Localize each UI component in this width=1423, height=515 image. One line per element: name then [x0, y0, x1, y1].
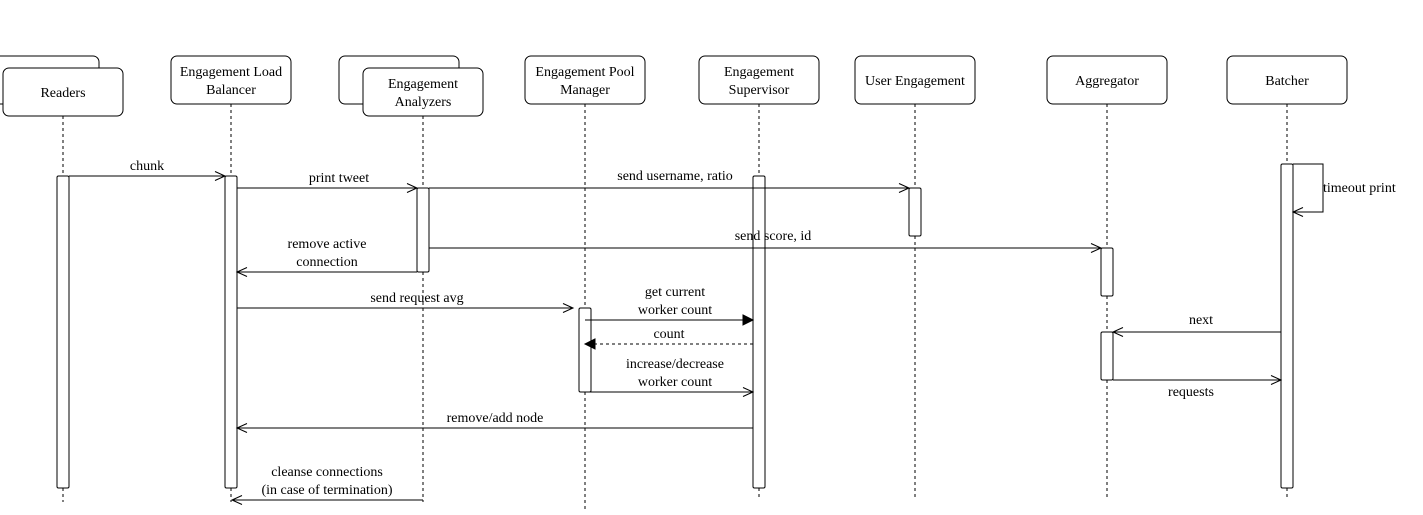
- participant-label-line-1: Readers: [40, 86, 85, 101]
- open-arrowhead: [562, 303, 575, 313]
- participant-box: [1226, 55, 1348, 105]
- open-arrowhead: [1111, 327, 1124, 337]
- open-arrowhead: [1090, 243, 1103, 253]
- message-send-request-avg[interactable]: send request avg: [237, 291, 575, 313]
- filled-arrowhead: [742, 314, 755, 326]
- participant-batcher[interactable]: Batcher: [1226, 55, 1348, 105]
- participant-label-line-1: Engagement: [724, 65, 794, 80]
- message-timeout-print[interactable]: timeout print: [1291, 163, 1396, 217]
- message-line: [1293, 163, 1324, 213]
- message-label-line-2: (in case of termination): [261, 483, 392, 498]
- open-arrowhead: [235, 423, 248, 433]
- participant-label-line-1: Engagement Load: [180, 65, 282, 80]
- participant-box: [362, 67, 484, 117]
- participant-label-line-2: Supervisor: [729, 83, 790, 98]
- message-label-line-1: send username, ratio: [617, 169, 732, 184]
- message-remove-add-node[interactable]: remove/add node: [235, 411, 753, 433]
- participant-label-line-2: Analyzers: [395, 95, 452, 110]
- message-label-line-1: next: [1189, 313, 1213, 328]
- participant-label-line-2: Balancer: [206, 83, 256, 98]
- message-requests[interactable]: requests: [1113, 375, 1283, 401]
- message-increase-decrease-worker-count[interactable]: increase/decrease worker count: [585, 357, 755, 397]
- message-send-username-ratio[interactable]: send username, ratio: [429, 169, 911, 193]
- participant-label-line-1: User Engagement: [865, 74, 965, 89]
- filled-arrowhead: [583, 338, 596, 350]
- message-print-tweet[interactable]: print tweet: [237, 171, 419, 193]
- message-label-line-1: cleanse connections: [271, 465, 383, 480]
- participant-label-line-1: Aggregator: [1075, 74, 1139, 89]
- message-chunk[interactable]: chunk: [69, 159, 227, 181]
- activation-bar-engagement-load-balancer: [224, 175, 238, 489]
- activation-bar-aggregator: [1100, 331, 1114, 381]
- message-label-line-1: get current: [645, 285, 705, 300]
- message-label-line-1: timeout print: [1323, 181, 1396, 196]
- message-next[interactable]: next: [1111, 313, 1281, 337]
- participant-label-line-1: Batcher: [1265, 74, 1309, 89]
- participant-box: [170, 55, 292, 105]
- activation-bar-readers: [56, 175, 70, 489]
- message-label-line-1: send score, id: [735, 229, 812, 244]
- participant-box: [854, 55, 976, 105]
- open-arrowhead: [742, 387, 755, 397]
- message-remove-active-connection[interactable]: remove active connection: [235, 237, 417, 277]
- participant-aggregator[interactable]: Aggregator: [1046, 55, 1168, 105]
- message-label-line-1: chunk: [130, 159, 164, 174]
- open-arrowhead: [230, 495, 243, 505]
- participant-label-line-1: Engagement: [388, 77, 458, 92]
- activation-bar-engagement-pool-manager: [578, 307, 592, 393]
- participant-user-engagement[interactable]: User Engagement: [854, 55, 976, 105]
- participant-box: [1046, 55, 1168, 105]
- participant-label-line-1: Engagement Pool: [535, 65, 634, 80]
- message-label-line-1: print tweet: [309, 171, 369, 186]
- message-label-line-1: send request avg: [370, 291, 463, 306]
- activation-bar-engagement-supervisor: [752, 175, 766, 489]
- open-arrowhead: [898, 183, 911, 193]
- participant-box: [2, 67, 124, 117]
- message-label-line-1: increase/decrease: [626, 357, 724, 372]
- message-cleanse-connections[interactable]: cleanse connections (in case of terminati…: [230, 465, 423, 505]
- open-arrowhead: [1270, 375, 1283, 385]
- activation-bar-user-engagement: [908, 187, 922, 237]
- message-send-score-id[interactable]: send score, id: [429, 229, 1103, 253]
- participant-label-line-2: Manager: [560, 83, 610, 98]
- message-label-line-1: remove active: [288, 237, 367, 252]
- message-count[interactable]: count: [583, 327, 753, 350]
- activation-bar-engagement-analyzers: [416, 187, 430, 273]
- message-label-line-2: worker count: [638, 375, 712, 390]
- message-label-line-1: requests: [1168, 385, 1214, 400]
- activation-bar-aggregator: [1100, 247, 1114, 297]
- participant-readers[interactable]: Readers: [0, 55, 124, 117]
- message-label-line-2: connection: [296, 255, 357, 270]
- message-get-current-worker-count[interactable]: get current worker count: [585, 285, 755, 326]
- participant-box: [524, 55, 646, 105]
- open-arrowhead: [214, 171, 227, 181]
- open-arrowhead: [235, 267, 248, 277]
- message-label-line-2: worker count: [638, 303, 712, 318]
- activation-bar-batcher: [1280, 163, 1294, 489]
- open-arrowhead: [1291, 207, 1304, 217]
- open-arrowhead: [406, 183, 419, 193]
- participant-box: [698, 55, 820, 105]
- message-label-line-1: remove/add node: [447, 411, 544, 426]
- message-label-line-1: count: [653, 327, 684, 342]
